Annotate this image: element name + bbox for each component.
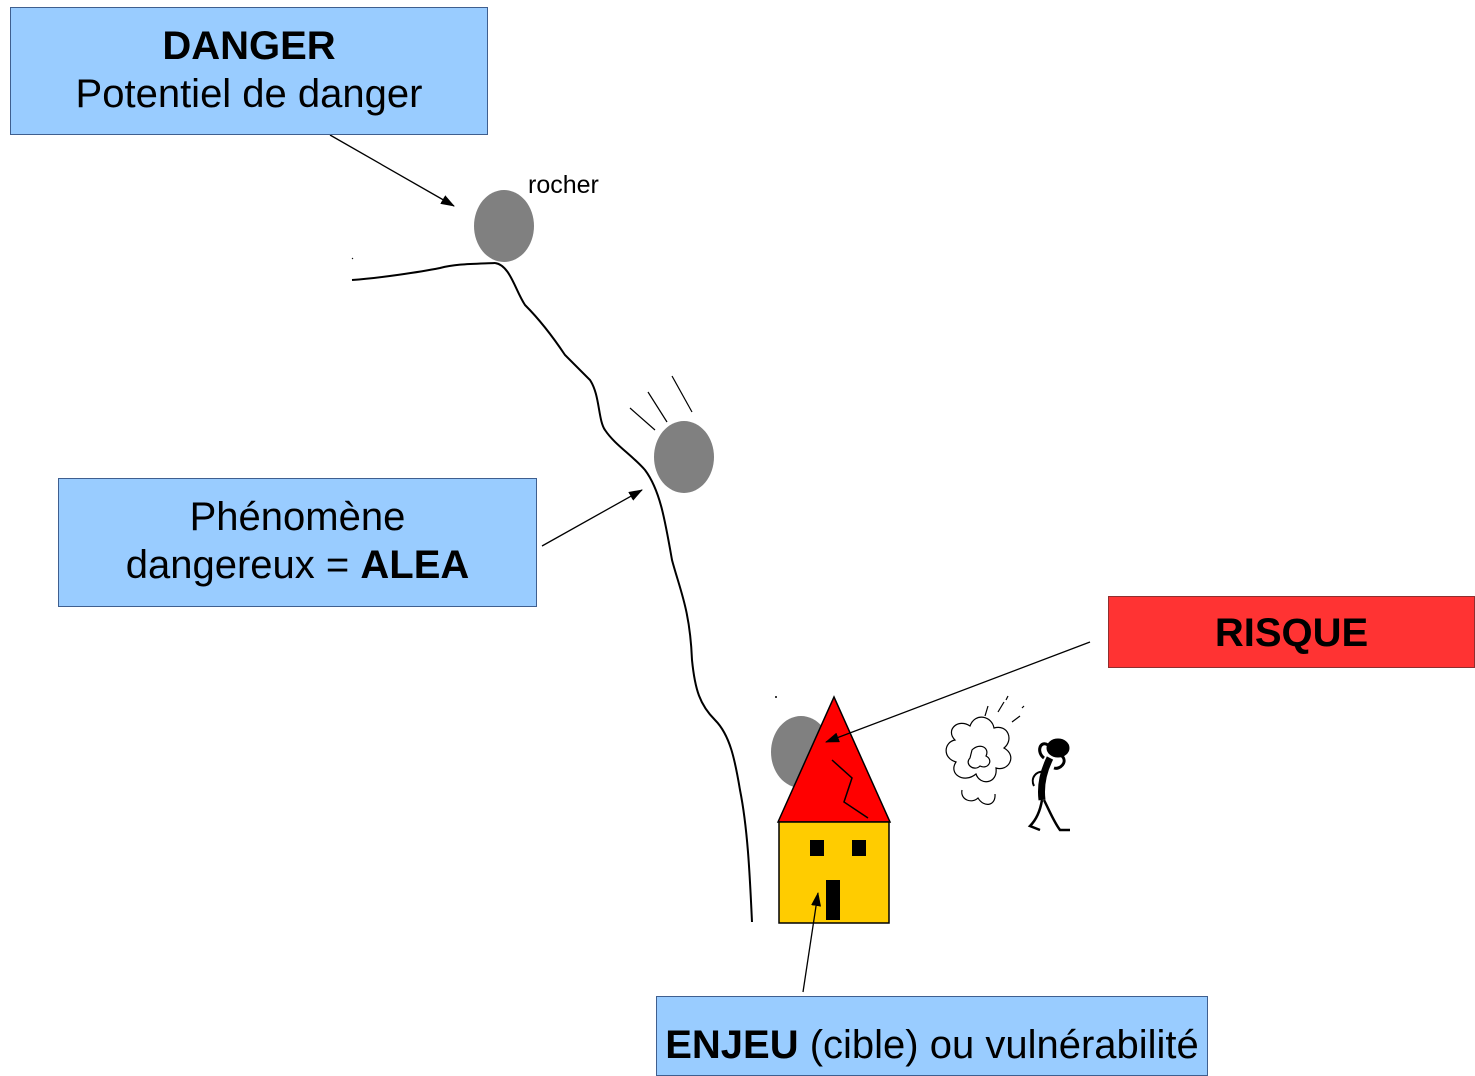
- alea-line2-prefix: dangereux =: [125, 543, 361, 587]
- arrow-alea-to-rock: [541, 489, 643, 547]
- rock-falling: [654, 421, 714, 493]
- cliff-top-line: [351, 262, 496, 281]
- arrow-risque-to-impact: [825, 641, 1091, 743]
- rock-label: rocher: [528, 171, 599, 199]
- danger-title: DANGER: [162, 24, 336, 68]
- person-icon: [1027, 738, 1070, 832]
- dust-cloud-icon: [945, 695, 1025, 805]
- enjeu-box: ENJEU (cible) ou vulnérabilité: [656, 996, 1208, 1076]
- rock-top: [474, 190, 534, 262]
- risque-box: RISQUE: [1108, 596, 1475, 668]
- roof-dot: [775, 696, 777, 698]
- risque-label: RISQUE: [1214, 611, 1369, 655]
- house-window-right: [852, 840, 866, 856]
- enjeu-bold: ENJEU: [665, 1023, 799, 1067]
- arrow-enjeu-to-house: [802, 892, 821, 993]
- enjeu-rest: (cible) ou vulnérabilité: [798, 1023, 1199, 1067]
- alea-line1: Phénomène: [189, 495, 406, 539]
- cliff-face-line: [494, 262, 753, 923]
- alea-box: Phénomène dangereux = ALEA: [58, 478, 537, 607]
- motion-lines: [629, 375, 693, 431]
- alea-line2-bold: ALEA: [360, 543, 470, 587]
- cliff-speck: [351, 257, 354, 260]
- danger-subtitle: Potentiel de danger: [75, 72, 423, 116]
- house-door: [826, 880, 840, 920]
- alea-line2: dangereux = ALEA: [59, 541, 536, 589]
- danger-box: DANGER Potentiel de danger: [10, 7, 488, 135]
- house-window-left: [810, 840, 824, 856]
- arrow-danger-to-rock: [329, 134, 455, 207]
- roof-crack: [831, 759, 869, 819]
